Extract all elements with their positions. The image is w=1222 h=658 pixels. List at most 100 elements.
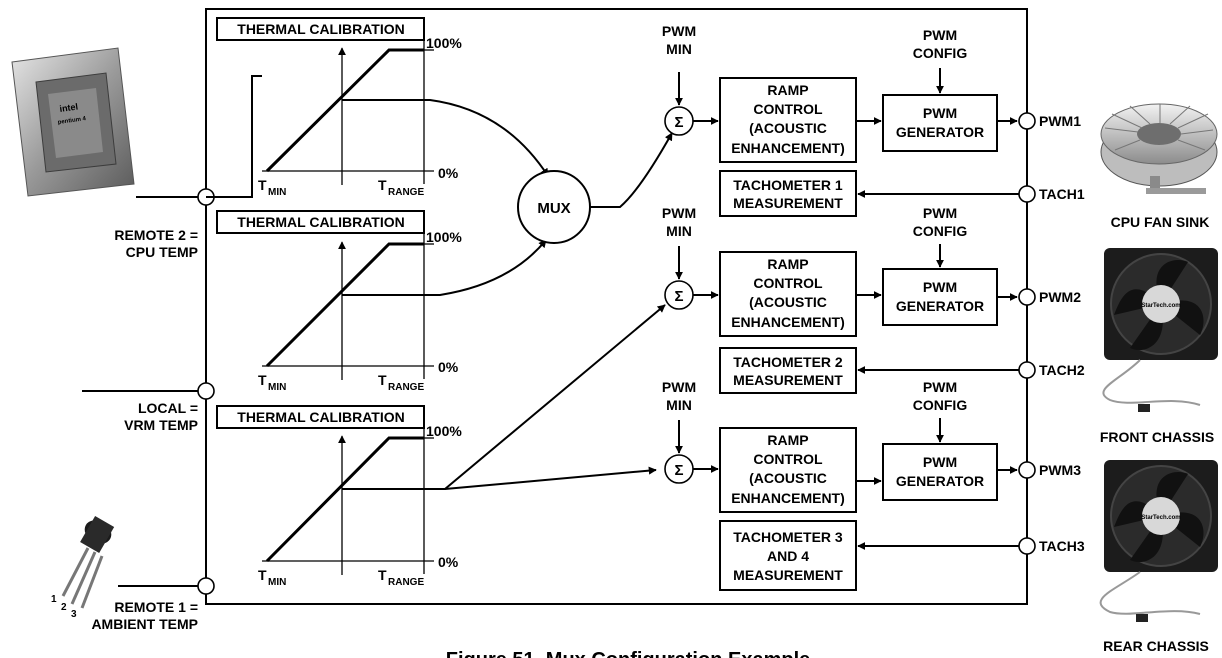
pwm-out-label: PWM1 — [1039, 113, 1081, 129]
ramp-label: ENHANCEMENT) — [731, 490, 845, 506]
thermal-calibration-block-1: THERMAL CALIBRATION 100% 0% T MIN T RANG… — [216, 17, 462, 198]
trange-label: T — [378, 177, 387, 193]
pwm-generator-box-2 — [882, 268, 998, 326]
sum-symbol: Σ — [674, 114, 683, 131]
pwm-config-label-line2: CONFIG — [913, 45, 968, 61]
tach-label: TACHOMETER 1 — [733, 177, 843, 193]
rear-chassis-fan-image: StarTech.com — [1099, 460, 1218, 622]
ramp-label: (ACOUSTIC — [749, 470, 827, 486]
thermal-calibration-block-3: THERMAL CALIBRATION 100% 0% T MIN T RANG… — [216, 405, 462, 588]
calibration-top-pct: 100% — [426, 35, 462, 51]
pin-label-2: 2 — [61, 602, 67, 613]
tmin-sub: MIN — [268, 382, 286, 393]
generator-label-line2: GENERATOR — [896, 124, 984, 140]
pwm-min-label-line2: MIN — [666, 223, 692, 239]
tach-label-line3: MEASUREMENT — [733, 567, 843, 583]
tach-label-line2: MEASUREMENT — [733, 372, 843, 388]
pwm-generator-box-3 — [882, 443, 998, 501]
pwm-min-label: PWM — [662, 23, 696, 39]
local-label: LOCAL = — [138, 400, 198, 416]
remote1-label: REMOTE 1 = — [114, 599, 198, 615]
trange-sub: RANGE — [388, 187, 424, 198]
fan-sticker-label: StarTech.com — [1141, 515, 1180, 521]
pwm-config-label: PWM — [923, 379, 957, 395]
pwm1-pin — [1018, 112, 1036, 130]
pwm2-pin — [1018, 288, 1036, 306]
ramp-control-box-2 — [719, 251, 857, 337]
pwm-config-label: PWM — [923, 27, 957, 43]
calibration-top-pct: 100% — [426, 423, 462, 439]
tmin-sub: MIN — [268, 187, 286, 198]
ramp-label: CONTROL — [753, 101, 823, 117]
device-label-cpu-fan-sink: CPU FAN SINK — [1111, 214, 1210, 230]
pin-label-3: 3 — [71, 609, 77, 620]
calibration-bottom-pct: 0% — [438, 165, 459, 181]
pwm-config-label-line2: CONFIG — [913, 223, 968, 239]
device-label-front-chassis: FRONT CHASSIS — [1100, 429, 1214, 445]
calibration-title: THERMAL CALIBRATION — [237, 21, 404, 37]
tmin-sub: MIN — [268, 577, 286, 588]
local-label-line2: VRM TEMP — [124, 417, 198, 433]
ramp-label: RAMP — [767, 432, 808, 448]
tachometer-box-1 — [719, 170, 857, 217]
ramp-label: CONTROL — [753, 451, 823, 467]
tach-label: TACHOMETER 3 — [733, 529, 843, 545]
pwm-min-label-line2: MIN — [666, 41, 692, 57]
tach-label-line2: AND 4 — [767, 548, 809, 564]
generator-label: PWM — [923, 454, 957, 470]
pwm-config-label: PWM — [923, 205, 957, 221]
calibration-title: THERMAL CALIBRATION — [237, 214, 404, 230]
tach-label-line2: MEASUREMENT — [733, 195, 843, 211]
generator-label: PWM — [923, 279, 957, 295]
pwm-min-label-line2: MIN — [666, 397, 692, 413]
ambient-transistor-image: 1 2 3 — [51, 516, 115, 620]
tach-pin-label: TACH3 — [1039, 538, 1085, 554]
tmin-label: T — [258, 372, 267, 388]
tach-pin-label: TACH2 — [1039, 362, 1085, 378]
calibration-title: THERMAL CALIBRATION — [237, 409, 404, 425]
ramp-label: ENHANCEMENT) — [731, 140, 845, 156]
calibration-top-pct: 100% — [426, 229, 462, 245]
pwm-min-label: PWM — [662, 379, 696, 395]
pwm-generator-box-1 — [882, 94, 998, 152]
tach1-pin — [1018, 185, 1036, 203]
pin-label-1: 1 — [51, 594, 57, 605]
cpu-chip-image: intel pentium 4 — [11, 47, 135, 197]
tmin-label: T — [258, 567, 267, 583]
pwm3-pin — [1018, 461, 1036, 479]
calibration-bottom-pct: 0% — [438, 554, 459, 570]
tach2-pin — [1018, 361, 1036, 379]
chip-model-label: pentium 4 — [57, 116, 87, 126]
remote1-input-node — [197, 577, 215, 595]
chip-brand-label: intel — [59, 102, 79, 114]
figure-caption: Figure 51. Mux Configuration Example — [446, 649, 811, 658]
ramp-label: ENHANCEMENT) — [731, 314, 845, 330]
remote2-label: REMOTE 2 = — [114, 227, 198, 243]
ramp-label: RAMP — [767, 256, 808, 272]
front-chassis-fan-image: StarTech.com — [1102, 248, 1218, 412]
channel-3: PWM MIN Σ RAMP CONTROL (ACOUSTIC ENHANCE… — [662, 379, 1085, 591]
chip-outline — [205, 8, 1028, 605]
ramp-label: (ACOUSTIC — [749, 120, 827, 136]
pwm-out-label: PWM3 — [1039, 462, 1081, 478]
thermal-calibration-block-2: THERMAL CALIBRATION 100% 0% T MIN T RANG… — [216, 210, 462, 393]
tachometer-box-3 — [719, 520, 857, 591]
tachometer-box-2 — [719, 347, 857, 394]
tmin-label: T — [258, 177, 267, 193]
tach3-pin — [1018, 537, 1036, 555]
ramp-label: (ACOUSTIC — [749, 294, 827, 310]
sum-symbol: Σ — [674, 288, 683, 305]
remote1-label-line2: AMBIENT TEMP — [91, 616, 198, 632]
remote2-label-line2: CPU TEMP — [126, 244, 198, 260]
tach-pin-label: TACH1 — [1039, 186, 1085, 202]
trange-sub: RANGE — [388, 382, 424, 393]
ramp-label: CONTROL — [753, 275, 823, 291]
fan-sticker-label: StarTech.com — [1141, 303, 1180, 309]
sum-symbol: Σ — [674, 462, 683, 479]
device-label-rear-chassis: REAR CHASSIS — [1103, 638, 1209, 654]
pwm-config-label-line2: CONFIG — [913, 397, 968, 413]
channel-2: PWM MIN Σ RAMP CONTROL (ACOUSTIC ENHANCE… — [662, 205, 1085, 394]
ramp-control-box-3 — [719, 427, 857, 513]
cpu-fan-sink-image — [1100, 103, 1218, 194]
pwm-out-label: PWM2 — [1039, 289, 1081, 305]
